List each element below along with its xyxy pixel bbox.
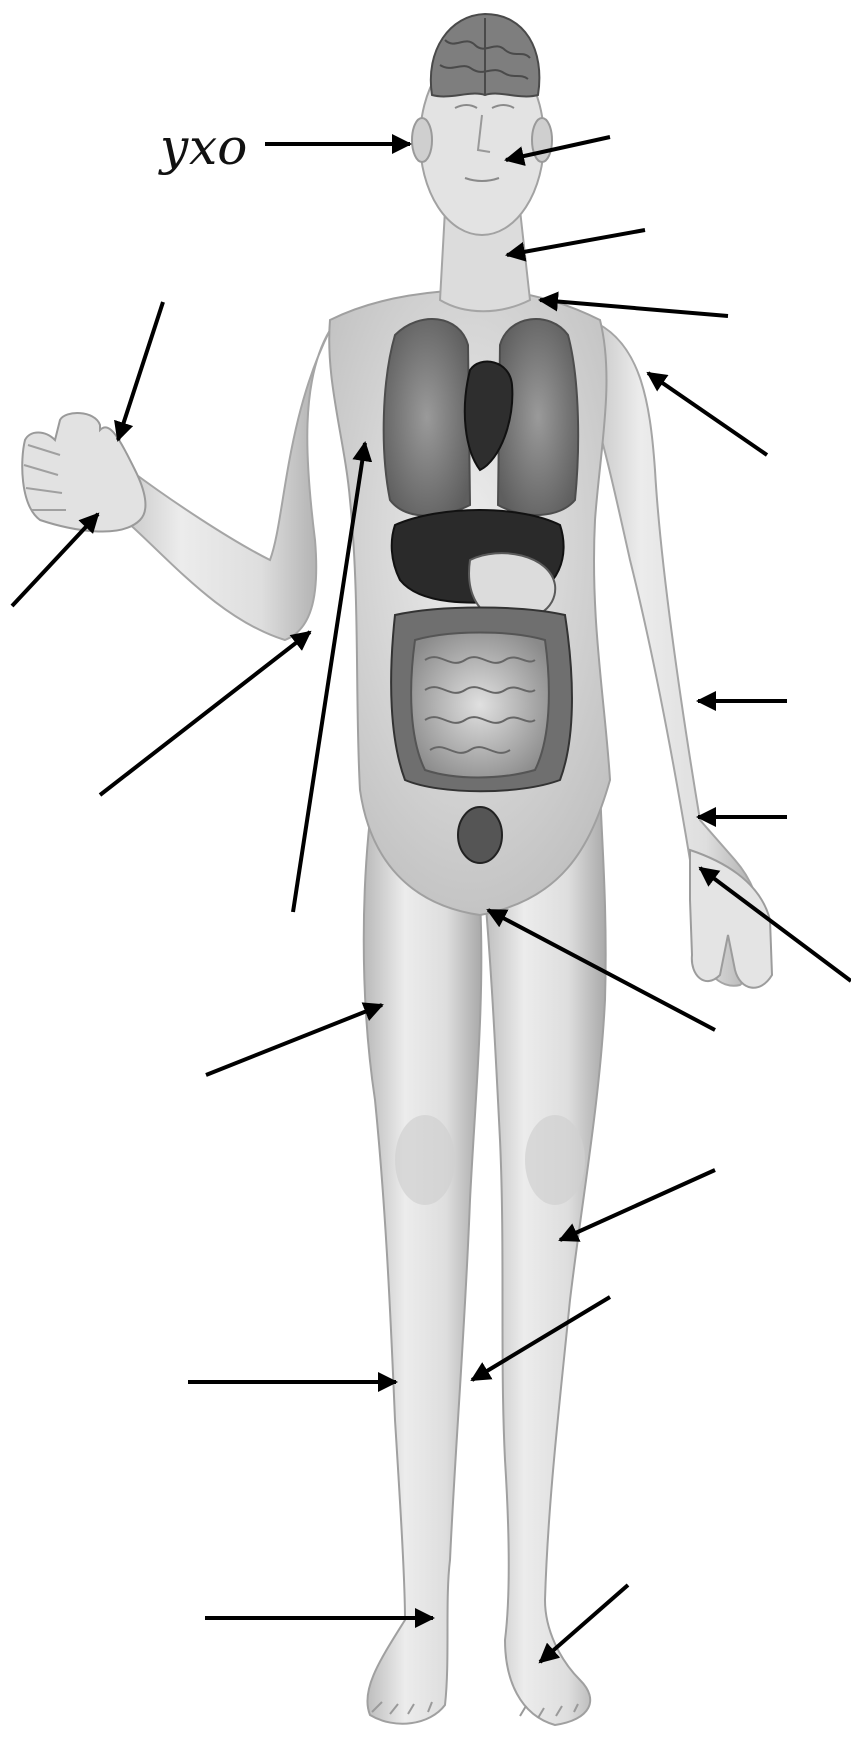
arrow-palm (12, 514, 98, 606)
head (412, 14, 552, 235)
arrow-thumb (118, 302, 163, 440)
legs (364, 780, 606, 1725)
arrow-thigh (206, 1005, 382, 1075)
arrow-elbow (100, 632, 310, 795)
human-body-figure (22, 14, 772, 1725)
raised-arm (22, 330, 330, 640)
arrow-shoulder (648, 373, 767, 455)
ear-shape (412, 118, 432, 162)
arrow-foot (540, 1585, 628, 1662)
internal-organs (384, 319, 578, 863)
ear-label: уxo (158, 118, 247, 176)
raised-hand (22, 413, 145, 532)
right-lung (384, 319, 470, 516)
bladder (458, 807, 502, 863)
small-intestine (411, 633, 549, 778)
arrow-chin (507, 230, 645, 255)
